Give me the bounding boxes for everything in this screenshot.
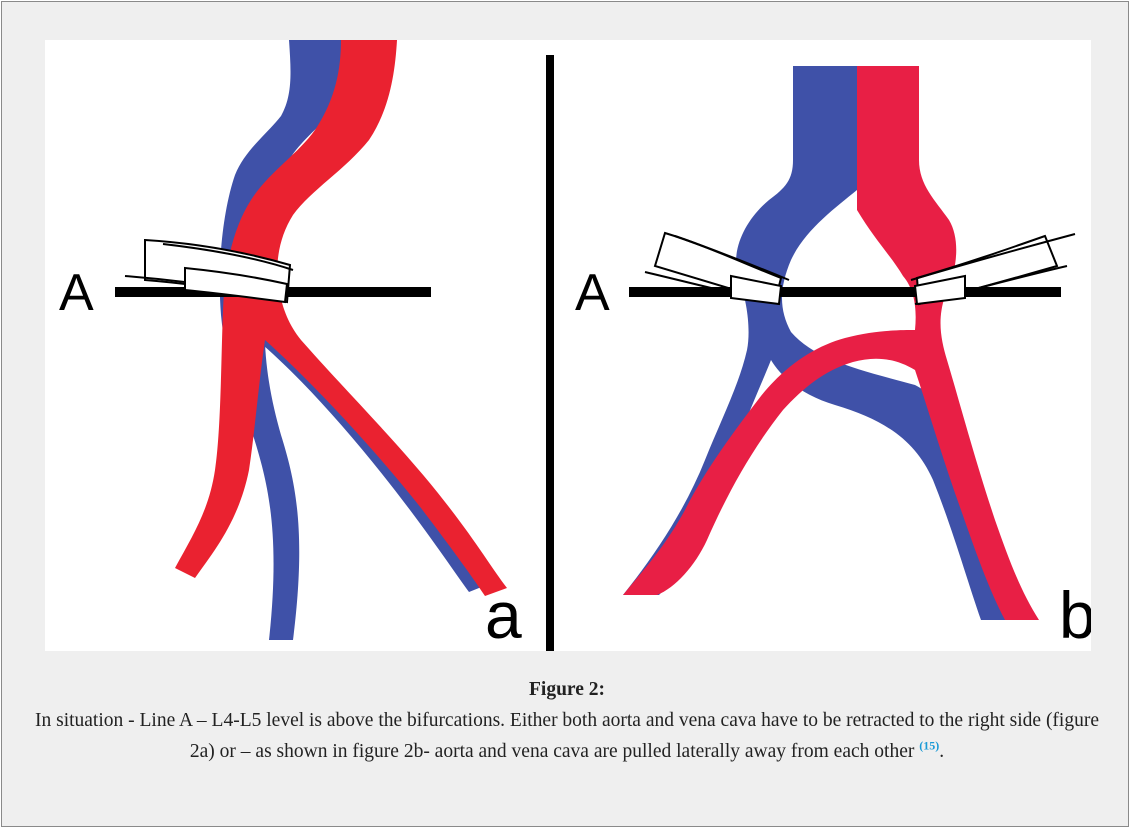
panel-a-vessels: A a <box>59 40 522 651</box>
figure-caption: Figure 2: In situation - Line A – L4-L5 … <box>22 674 1112 767</box>
panel-a-aorta <box>175 40 507 596</box>
panel-b-line-a <box>629 287 1061 297</box>
vessel-illustration: A a A b <box>45 40 1091 651</box>
caption-title: Figure 2: <box>22 674 1112 705</box>
panel-b-label: b <box>1059 578 1091 651</box>
panel-b-vessels: A b <box>575 66 1091 651</box>
panel-a-label: a <box>485 578 522 651</box>
figure-image: A a A b <box>45 40 1091 651</box>
panel-a-line-label: A <box>59 264 94 322</box>
caption-end: . <box>939 741 944 762</box>
panel-b-line-label: A <box>575 264 610 322</box>
citation-link[interactable]: (15) <box>919 739 939 753</box>
panel-divider <box>546 55 554 651</box>
